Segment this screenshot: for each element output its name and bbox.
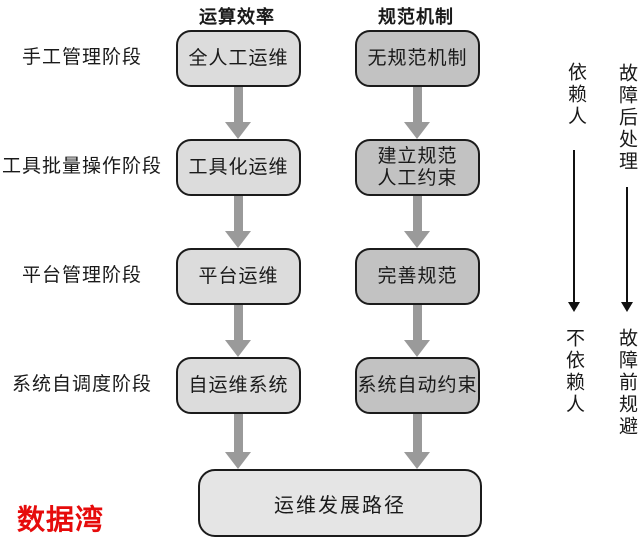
efficiency-box-full-manual-ops: 全人工运维 [176, 30, 301, 87]
flow-arrow-icon [403, 196, 431, 248]
flow-arrow-icon [403, 87, 431, 139]
fault-top-label: 故障后处理 [616, 63, 637, 173]
bottom-box-ops-development-path: 运维发展路径 [198, 469, 482, 537]
efficiency-box-platform-ops: 平台运维 [176, 248, 301, 305]
stage-label-platform: 平台管理阶段 [21, 265, 142, 286]
dependence-top-label: 依赖人 [565, 62, 586, 128]
efficiency-box-self-ops-system: 自运维系统 [176, 357, 301, 414]
mechanism-box-improve-norms: 完善规范 [355, 248, 480, 305]
dependence-trend-arrow-icon [567, 150, 581, 312]
efficiency-box-tooling-ops: 工具化运维 [176, 139, 301, 196]
column-header-efficiency: 运算效率 [199, 7, 275, 27]
column-header-mechanism: 规范机制 [378, 7, 454, 27]
flow-arrow-icon [403, 305, 431, 357]
mechanism-box-auto-constraints: 系统自动约束 [355, 357, 480, 414]
stage-label-self-scheduling: 系统自调度阶段 [11, 374, 152, 395]
fault-trend-arrow-icon [620, 187, 634, 312]
fault-bottom-label: 故障前规避 [616, 328, 637, 438]
flow-arrow-icon [224, 414, 252, 469]
mechanism-box-no-norms: 无规范机制 [355, 30, 480, 87]
flow-arrow-icon [224, 305, 252, 357]
stage-label-manual: 手工管理阶段 [21, 47, 142, 68]
flow-arrow-icon [403, 414, 431, 469]
flow-arrow-icon [224, 196, 252, 248]
logo-shujuwan: 数据湾 [17, 504, 105, 535]
dependence-bottom-label: 不依赖人 [563, 328, 584, 416]
mechanism-box-establish-norms: 建立规范 人工约束 [355, 139, 480, 196]
stage-label-tool-batch: 工具批量操作阶段 [1, 156, 162, 177]
flow-arrow-icon [224, 87, 252, 139]
